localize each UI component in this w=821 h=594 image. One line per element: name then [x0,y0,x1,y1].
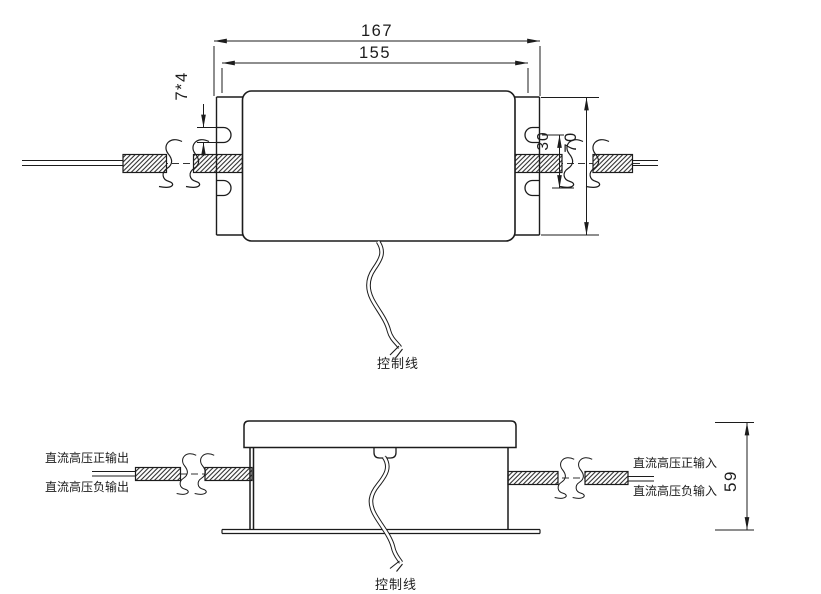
device-body-side-view [249,447,509,530]
top-right-wire [514,139,658,188]
control-wire-label-top: 控制线 [377,356,419,371]
mounting-slot [524,126,540,144]
wire-sleeve [122,153,168,174]
label-dc-hv-negative-input: 直流高压负输入 [633,483,717,498]
control-wire [366,240,403,358]
side-left-wire [92,453,253,495]
wire-sleeve [192,153,244,174]
dimension-167 [213,38,541,96]
mounting-slot [216,126,232,144]
dim-text-30: 30 [535,131,552,150]
label-dc-hv-positive-input: 直流高压正输入 [633,455,717,470]
dimension-70 [541,97,599,236]
mounting-slot [216,179,232,197]
right-mounting-flange [515,96,541,236]
dimension-155 [221,60,529,93]
wire-sleeve [134,466,182,482]
control-wire-side [368,447,403,572]
top-view [22,38,658,358]
wire-sleeve [514,153,563,174]
wire-sleeve [584,470,629,486]
wire-sleeve [204,466,253,482]
wire-sleeve [592,153,634,174]
wire-sleeve [507,470,559,486]
control-wire-label-side: 控制线 [375,577,417,592]
label-dc-hv-negative-output: 直流高压负输出 [45,479,129,494]
side-view [92,420,754,572]
dim-text-155: 155 [359,44,391,62]
dim-text-7x4: 7*4 [173,71,191,100]
base-plate [221,528,541,535]
left-mounting-flange [215,96,243,236]
dim-text-59: 59 [721,470,740,492]
device-lid-side-view [243,420,517,449]
dimension-59 [715,422,754,531]
dimension-30 [542,134,574,189]
mounting-slot [524,179,540,197]
side-right-wire [507,457,654,499]
dim-text-70: 70 [562,131,580,152]
label-dc-hv-positive-output: 直流高压正输出 [45,450,129,465]
top-left-wire [22,139,244,188]
device-body-top-view [241,90,516,242]
dim-text-167: 167 [361,22,393,40]
dimension-7x4 [197,104,225,156]
